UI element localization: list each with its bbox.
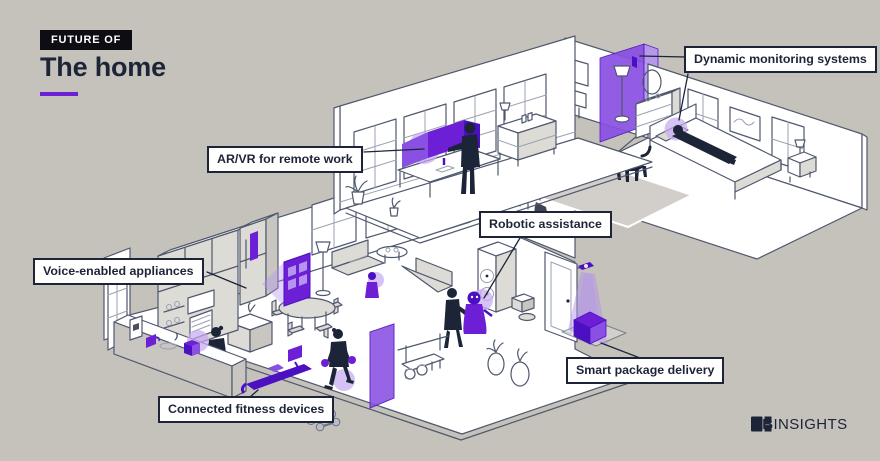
living-robot <box>365 272 384 298</box>
title-underline <box>40 92 78 96</box>
label-connected-fitness-devices: Connected fitness devices <box>158 396 335 423</box>
sleeping-person <box>672 125 737 165</box>
floor-lamp <box>613 65 631 123</box>
smart-kettle <box>146 334 160 348</box>
label-dynamic-monitoring-systems: Dynamic monitoring systems <box>684 46 877 73</box>
home-robot <box>463 289 493 334</box>
cbinsights-logo-icon <box>751 416 772 432</box>
coffee-machine <box>129 315 143 341</box>
coffee-table <box>376 245 408 264</box>
label-voice-enabled-appliances: Voice-enabled appliances <box>33 258 204 285</box>
delivery-package <box>573 311 607 345</box>
wall-picture <box>729 106 761 142</box>
smart-rower <box>240 345 312 394</box>
entry-door <box>544 251 578 343</box>
robot-vacuum <box>511 293 536 322</box>
floor-lamp <box>315 241 331 297</box>
office-floor-slab <box>345 137 653 239</box>
bathroom-sensor <box>632 56 637 68</box>
label-arvr-remote-work: AR/VR for remote work <box>207 146 363 173</box>
nightstand <box>787 139 817 183</box>
office-wing <box>333 35 653 244</box>
weight-bench <box>397 333 449 380</box>
dumbbell <box>348 356 356 364</box>
sofa <box>331 239 385 276</box>
bed <box>649 103 782 200</box>
delivery-camera <box>576 262 594 270</box>
fitness-mirror <box>369 323 395 409</box>
office-plant <box>345 175 368 205</box>
microwave <box>187 289 215 315</box>
sofa <box>401 257 453 293</box>
cbinsights-logo: CBINSIGHTS <box>751 416 848 434</box>
page-title: The home <box>40 52 166 82</box>
label-robotic-assistance: Robotic assistance <box>479 211 612 238</box>
office-window <box>353 118 397 195</box>
kicker-badge: FUTURE OF <box>40 30 133 50</box>
robot-person <box>444 288 468 348</box>
office-person <box>448 122 480 194</box>
office-plant <box>389 197 401 217</box>
fitness-person <box>321 328 356 391</box>
label-smart-package-delivery: Smart package delivery <box>566 357 725 384</box>
smart-speaker <box>184 330 209 356</box>
dumbbell <box>321 359 329 367</box>
smart-fridge <box>239 212 279 306</box>
entry-plants <box>486 339 530 387</box>
kitchen-island <box>227 302 273 353</box>
callout-leader-lines <box>206 55 689 398</box>
sideboard <box>497 102 557 167</box>
fridge-screen <box>250 231 258 261</box>
smart-home-panel <box>262 252 311 307</box>
